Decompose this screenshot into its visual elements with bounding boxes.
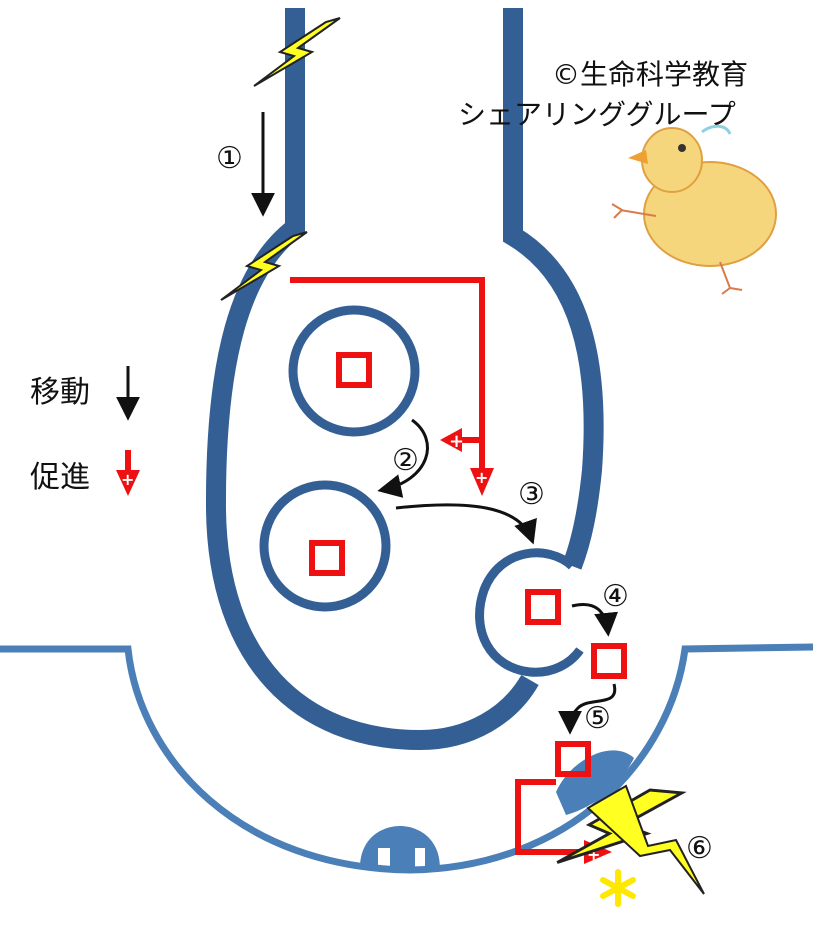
svg-text:+: + [121, 470, 134, 489]
lightning-icon-terminal [220, 231, 308, 301]
copyright-line2: シェアリンググループ [458, 98, 736, 131]
copyright-line1: ©生命科学教育 [552, 58, 748, 91]
svg-text:+: + [449, 431, 464, 452]
transmitter-1 [336, 352, 372, 388]
legend-move-label: 移動 [30, 375, 90, 410]
calcium-promotion-line [290, 277, 485, 440]
receptor-right [556, 750, 634, 815]
chick-illustration [611, 124, 777, 295]
step-4-label: ④ [602, 579, 629, 614]
step4-arrow [571, 603, 619, 637]
promotion-arrow-left [440, 428, 462, 452]
transmitter-4 [591, 643, 627, 679]
presynaptic-terminal-membrane [205, 8, 539, 751]
step-6-label: ⑥ [686, 831, 713, 866]
receptor-promotion-line [515, 779, 584, 855]
step5-arrow [558, 683, 617, 735]
transmitter-5 [555, 741, 591, 777]
receptor-bottom [360, 826, 440, 868]
promotion-arrow-down [470, 468, 494, 496]
step-2-label: ② [392, 443, 419, 478]
step-1-label: ① [216, 141, 243, 176]
step3-arrow [395, 503, 537, 545]
asterisk-icon [600, 869, 636, 907]
vesicle-1 [288, 305, 420, 437]
lightning-bolt-body [586, 784, 705, 895]
presynaptic-terminal-membrane-right [503, 8, 604, 570]
postsynaptic-membrane [0, 643, 813, 874]
step-5-label: ⑤ [584, 701, 611, 736]
transmitter-3 [525, 589, 561, 625]
transmitter-2 [309, 540, 345, 576]
svg-text:+: + [475, 468, 488, 487]
step2-arrow [377, 418, 429, 498]
legend-promote-arrow: + [116, 450, 140, 496]
step-3-label: ③ [518, 477, 545, 512]
legend-promote-label: 促進 [30, 460, 90, 495]
